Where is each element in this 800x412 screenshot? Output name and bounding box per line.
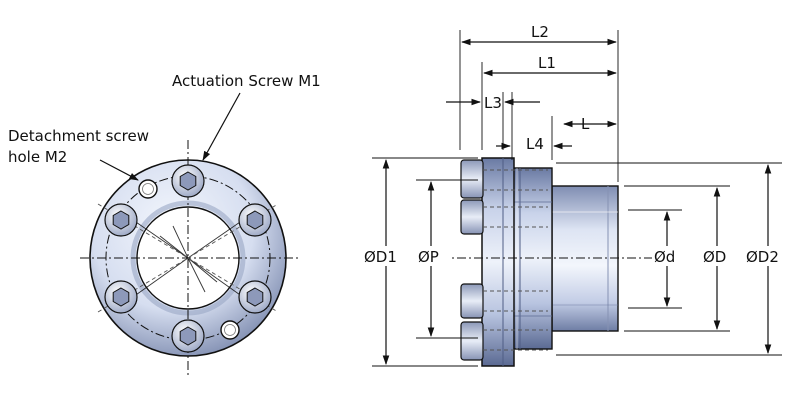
detachment-holes (138, 179, 240, 340)
detachment-hole-lower (220, 320, 240, 340)
actuation-screws (104, 164, 272, 353)
flange-side (481, 157, 515, 367)
actuation-screw-label: Actuation Screw M1 (172, 72, 321, 90)
dim-d1-label: ØD1 (364, 248, 397, 266)
screw-upper-right (238, 203, 272, 237)
screw-bottom (171, 319, 205, 353)
dim-l4-label: L4 (526, 135, 544, 153)
detachment-hole-upper (138, 179, 158, 199)
detachment-hole-leader (99, 159, 139, 181)
detachment-screw-label-line1: Detachment screw (8, 127, 149, 145)
dim-l-label: L (581, 115, 590, 133)
screw-lower-right (238, 280, 272, 314)
dim-l3-label: L3 (484, 94, 502, 112)
dim-l1-label: L1 (538, 54, 556, 72)
screw-upper-left (104, 203, 138, 237)
front-view: Actuation Screw M1 Detachment screw hole… (8, 72, 321, 376)
dim-d2-label: ØD2 (746, 248, 779, 266)
dim-p-label: ØP (418, 248, 439, 266)
actuation-screw-leader (202, 92, 241, 161)
screw-lower-left (104, 280, 138, 314)
dim-d-big-label: ØD (703, 248, 726, 266)
side-screw-heads (460, 159, 484, 361)
dim-d-small-label: Ød (654, 248, 675, 266)
dim-l2-label: L2 (531, 23, 549, 41)
detachment-screw-label-line2: hole M2 (8, 148, 67, 166)
side-view: L2 L1 L3 L L4 ØD1 ØP Ød ØD ØD2 (362, 23, 794, 367)
screw-top (171, 164, 205, 198)
